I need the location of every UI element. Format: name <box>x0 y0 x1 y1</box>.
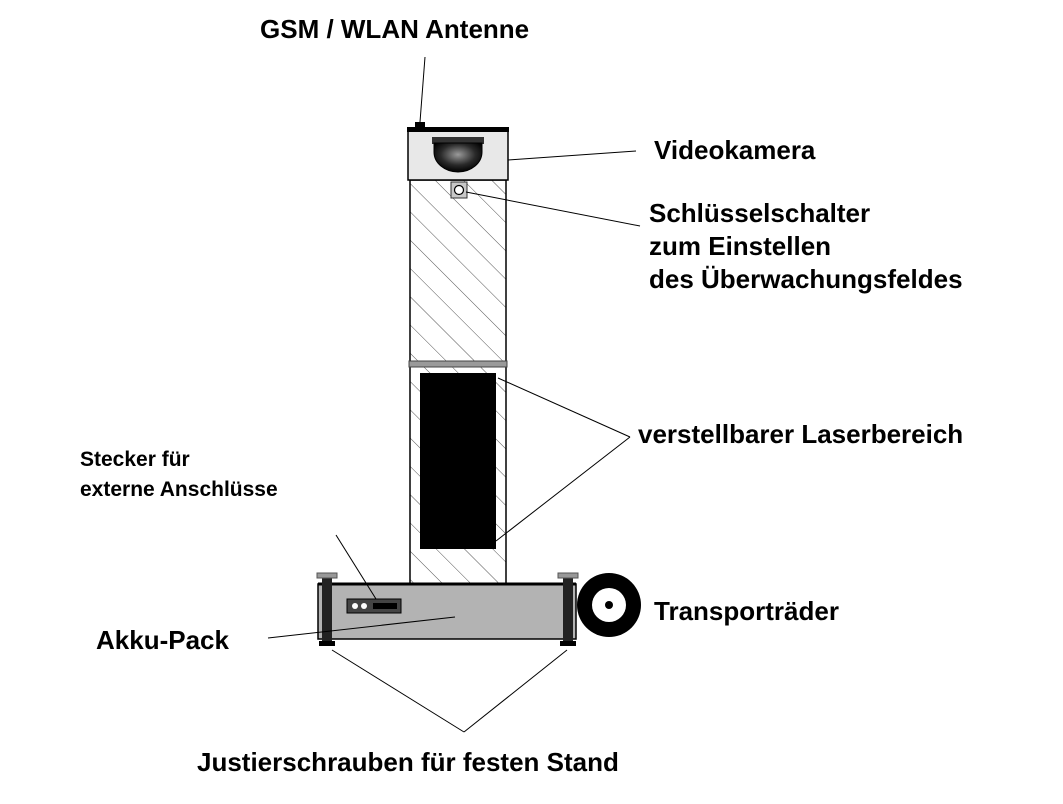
leader-battery <box>267 616 456 639</box>
leader-lines <box>267 56 641 733</box>
screw-right-cap <box>557 572 579 579</box>
screw-right-foot <box>560 641 576 646</box>
wheels-label: Transporträder <box>654 596 839 626</box>
connector-socket-1 <box>352 603 358 609</box>
connector-label-line1: Stecker für <box>80 448 190 471</box>
screw-left <box>322 578 332 644</box>
leader-camera <box>507 150 637 161</box>
screw-right <box>563 578 573 644</box>
keyswitch-label-line1: Schlüsselschalter <box>649 198 871 228</box>
antenna-stub <box>415 122 425 127</box>
key-switch-lock <box>453 184 465 196</box>
camera-dome <box>433 142 483 173</box>
leader-screws-1 <box>331 649 465 733</box>
connector-socket-2 <box>361 603 367 609</box>
screw-left-foot <box>319 641 335 646</box>
keyswitch-label-line2: zum Einstellen <box>649 231 832 261</box>
screw-left-cap <box>316 572 338 579</box>
laser-label: verstellbarer Laserbereich <box>638 419 964 449</box>
camera-label: Videokamera <box>654 135 816 165</box>
screws-label: Justierschrauben für festen Stand <box>197 747 619 777</box>
connector-label-line2: externe Anschlüsse <box>80 478 278 501</box>
leader-antenna <box>419 56 426 123</box>
transport-wheel-hub <box>605 601 613 609</box>
camera-mount <box>432 137 484 144</box>
leader-connector <box>335 534 377 600</box>
leader-laser-2 <box>495 436 631 542</box>
keyswitch-label-line3: des Überwachungsfeldes <box>649 264 963 294</box>
top-cap <box>407 127 509 132</box>
antenna-label: GSM / WLAN Antenne <box>260 14 530 44</box>
leader-keyswitch <box>465 191 641 227</box>
laser-window <box>420 373 496 549</box>
connector-slot <box>373 603 397 609</box>
column-upper-hatched <box>409 179 507 365</box>
column-divider <box>408 360 508 368</box>
battery-label: Akku-Pack <box>96 625 229 655</box>
leader-screws-2 <box>463 649 568 733</box>
leader-laser-1 <box>497 377 631 438</box>
